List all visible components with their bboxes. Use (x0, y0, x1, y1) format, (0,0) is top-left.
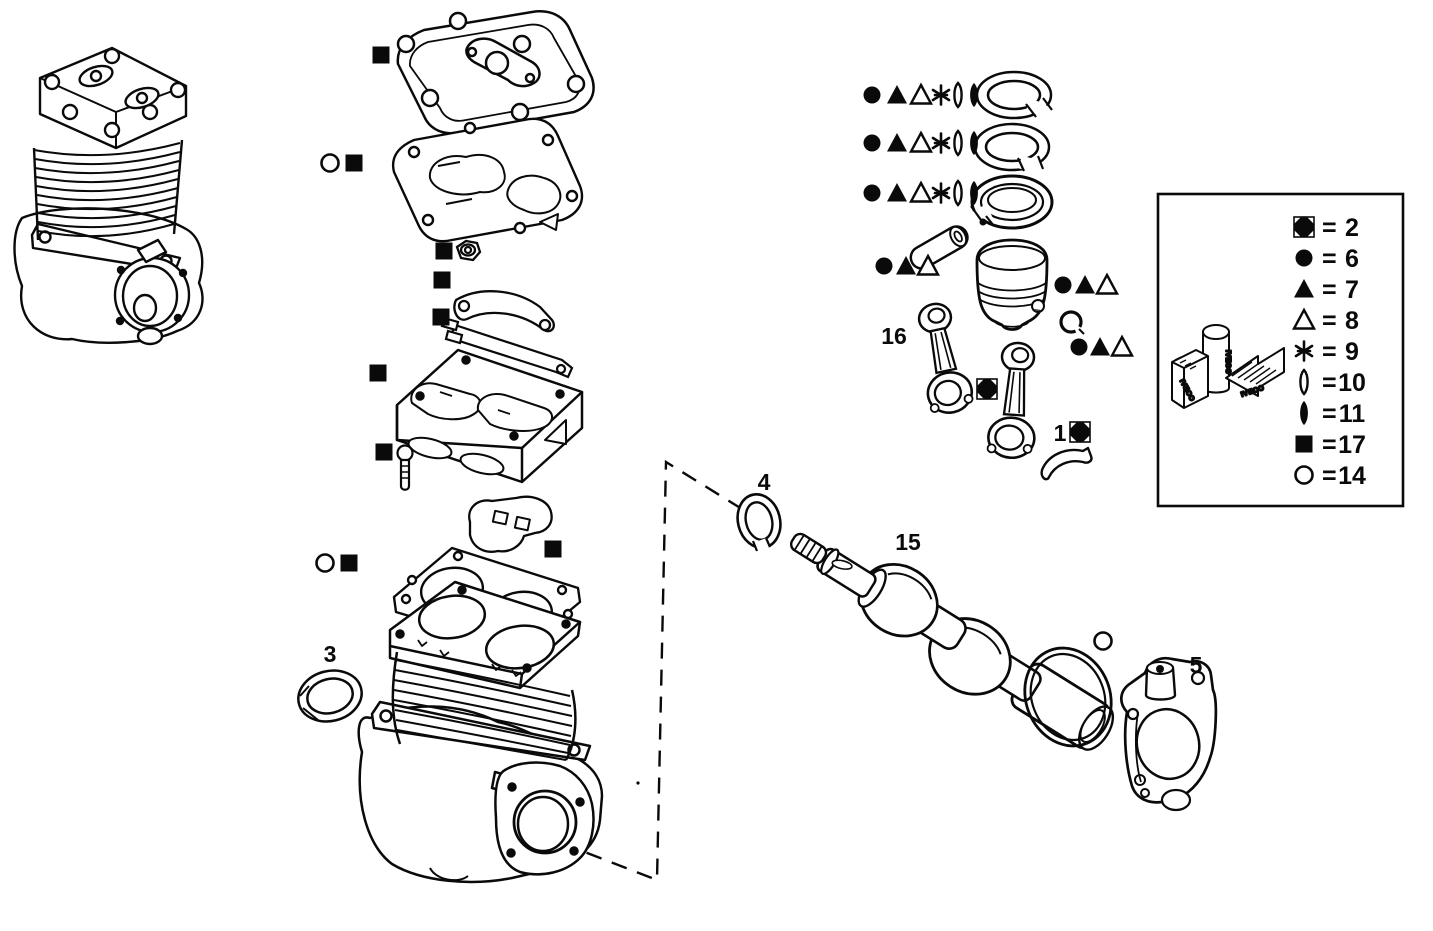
legend-eq: = (1322, 307, 1337, 335)
filled-square-icon (435, 242, 453, 260)
piston-markers (1054, 273, 1119, 295)
nut (455, 239, 482, 262)
piston (975, 238, 1049, 331)
bearing-shell-1 (1040, 446, 1093, 481)
crankshaft-15 (789, 532, 1115, 751)
open-circle-icon (1294, 465, 1314, 485)
legend-value: 17 (1338, 431, 1366, 459)
part-label-4: 4 (758, 469, 771, 495)
head-gasket (391, 117, 584, 243)
head-port-pads (78, 64, 160, 110)
filled-square-icon (372, 46, 390, 64)
filled-square-icon (433, 271, 451, 289)
circlip (1059, 310, 1087, 338)
part-label-3: 3 (324, 641, 337, 667)
corner-notched-square-icon (1069, 421, 1091, 443)
legend-eq: = (1322, 462, 1337, 490)
small-port-gasket (468, 495, 553, 553)
legend-eq: = (1322, 245, 1337, 273)
legend-value: 6 (1345, 245, 1359, 273)
open-circle-icon (315, 553, 335, 573)
stray-dot (636, 781, 640, 785)
filled-square-icon (345, 154, 363, 172)
piston-pin (909, 225, 969, 270)
legend-box: IVECO IVECO IVECO = 2 = 6 = 7 = 8 (1156, 192, 1405, 508)
reed-valve (440, 316, 574, 379)
filled-circle-icon (1295, 249, 1313, 267)
circlip-markers (1070, 335, 1134, 357)
connecting-rod-2 (986, 341, 1036, 460)
corner-notched-square-icon (976, 378, 998, 400)
piston-ring-top (975, 70, 1053, 120)
rear-cover-5 (1120, 656, 1218, 812)
open-circle-icon (320, 153, 340, 173)
filled-square-icon (432, 308, 450, 326)
dashed-boundary-line (576, 459, 743, 882)
legend-value: 7 (1345, 276, 1359, 304)
open-circle-icon (1093, 631, 1113, 651)
legend-rows: = 2 = 6 = 7 = 8 = 9 = 10 = 11 = 17 = (1292, 214, 1366, 490)
assembled-compressor (13, 46, 204, 346)
cylinder-block (357, 580, 604, 884)
o-ring (1023, 646, 1113, 748)
pin-markers (875, 254, 940, 276)
legend-eq: = (1322, 369, 1337, 397)
filled-square-icon (369, 364, 387, 382)
legend-eq: = (1322, 400, 1337, 428)
legend-value: 2 (1345, 214, 1359, 242)
piston-ring-middle (973, 122, 1051, 174)
filled-square-icon (544, 540, 562, 558)
legend-value: 11 (1339, 400, 1366, 428)
legend-eq: = (1322, 338, 1337, 366)
filled-square-icon (1295, 435, 1313, 453)
cylinder-head-cover (396, 10, 595, 135)
valve-plate (395, 348, 584, 484)
filled-square-icon (340, 554, 358, 572)
part-label-16: 16 (881, 323, 907, 349)
part-label-15: 15 (895, 529, 921, 555)
legend-value: 10 (1338, 369, 1366, 397)
legend-eq: = (1322, 431, 1337, 459)
legend-eq: = (1322, 276, 1337, 304)
valve-spring-leaf (453, 290, 555, 333)
legend-value: 14 (1338, 462, 1366, 490)
piston-ring-oil (969, 174, 1054, 230)
legend-eq: = (1322, 214, 1337, 242)
sealing-ring-3 (297, 669, 363, 723)
connecting-rod-16 (917, 302, 974, 414)
seal-ring-4 (736, 493, 782, 554)
legend-value: 8 (1345, 307, 1359, 335)
bolt (396, 444, 414, 491)
open-diamond-icon (1299, 368, 1309, 396)
brand-text-tube: IVECO (1224, 350, 1231, 374)
filled-square-icon (375, 443, 393, 461)
legend-value: 9 (1345, 338, 1359, 366)
corner-notched-square-icon (1293, 216, 1315, 238)
part-label-1: 1 (1054, 420, 1067, 446)
part-label-5: 5 (1190, 652, 1203, 678)
